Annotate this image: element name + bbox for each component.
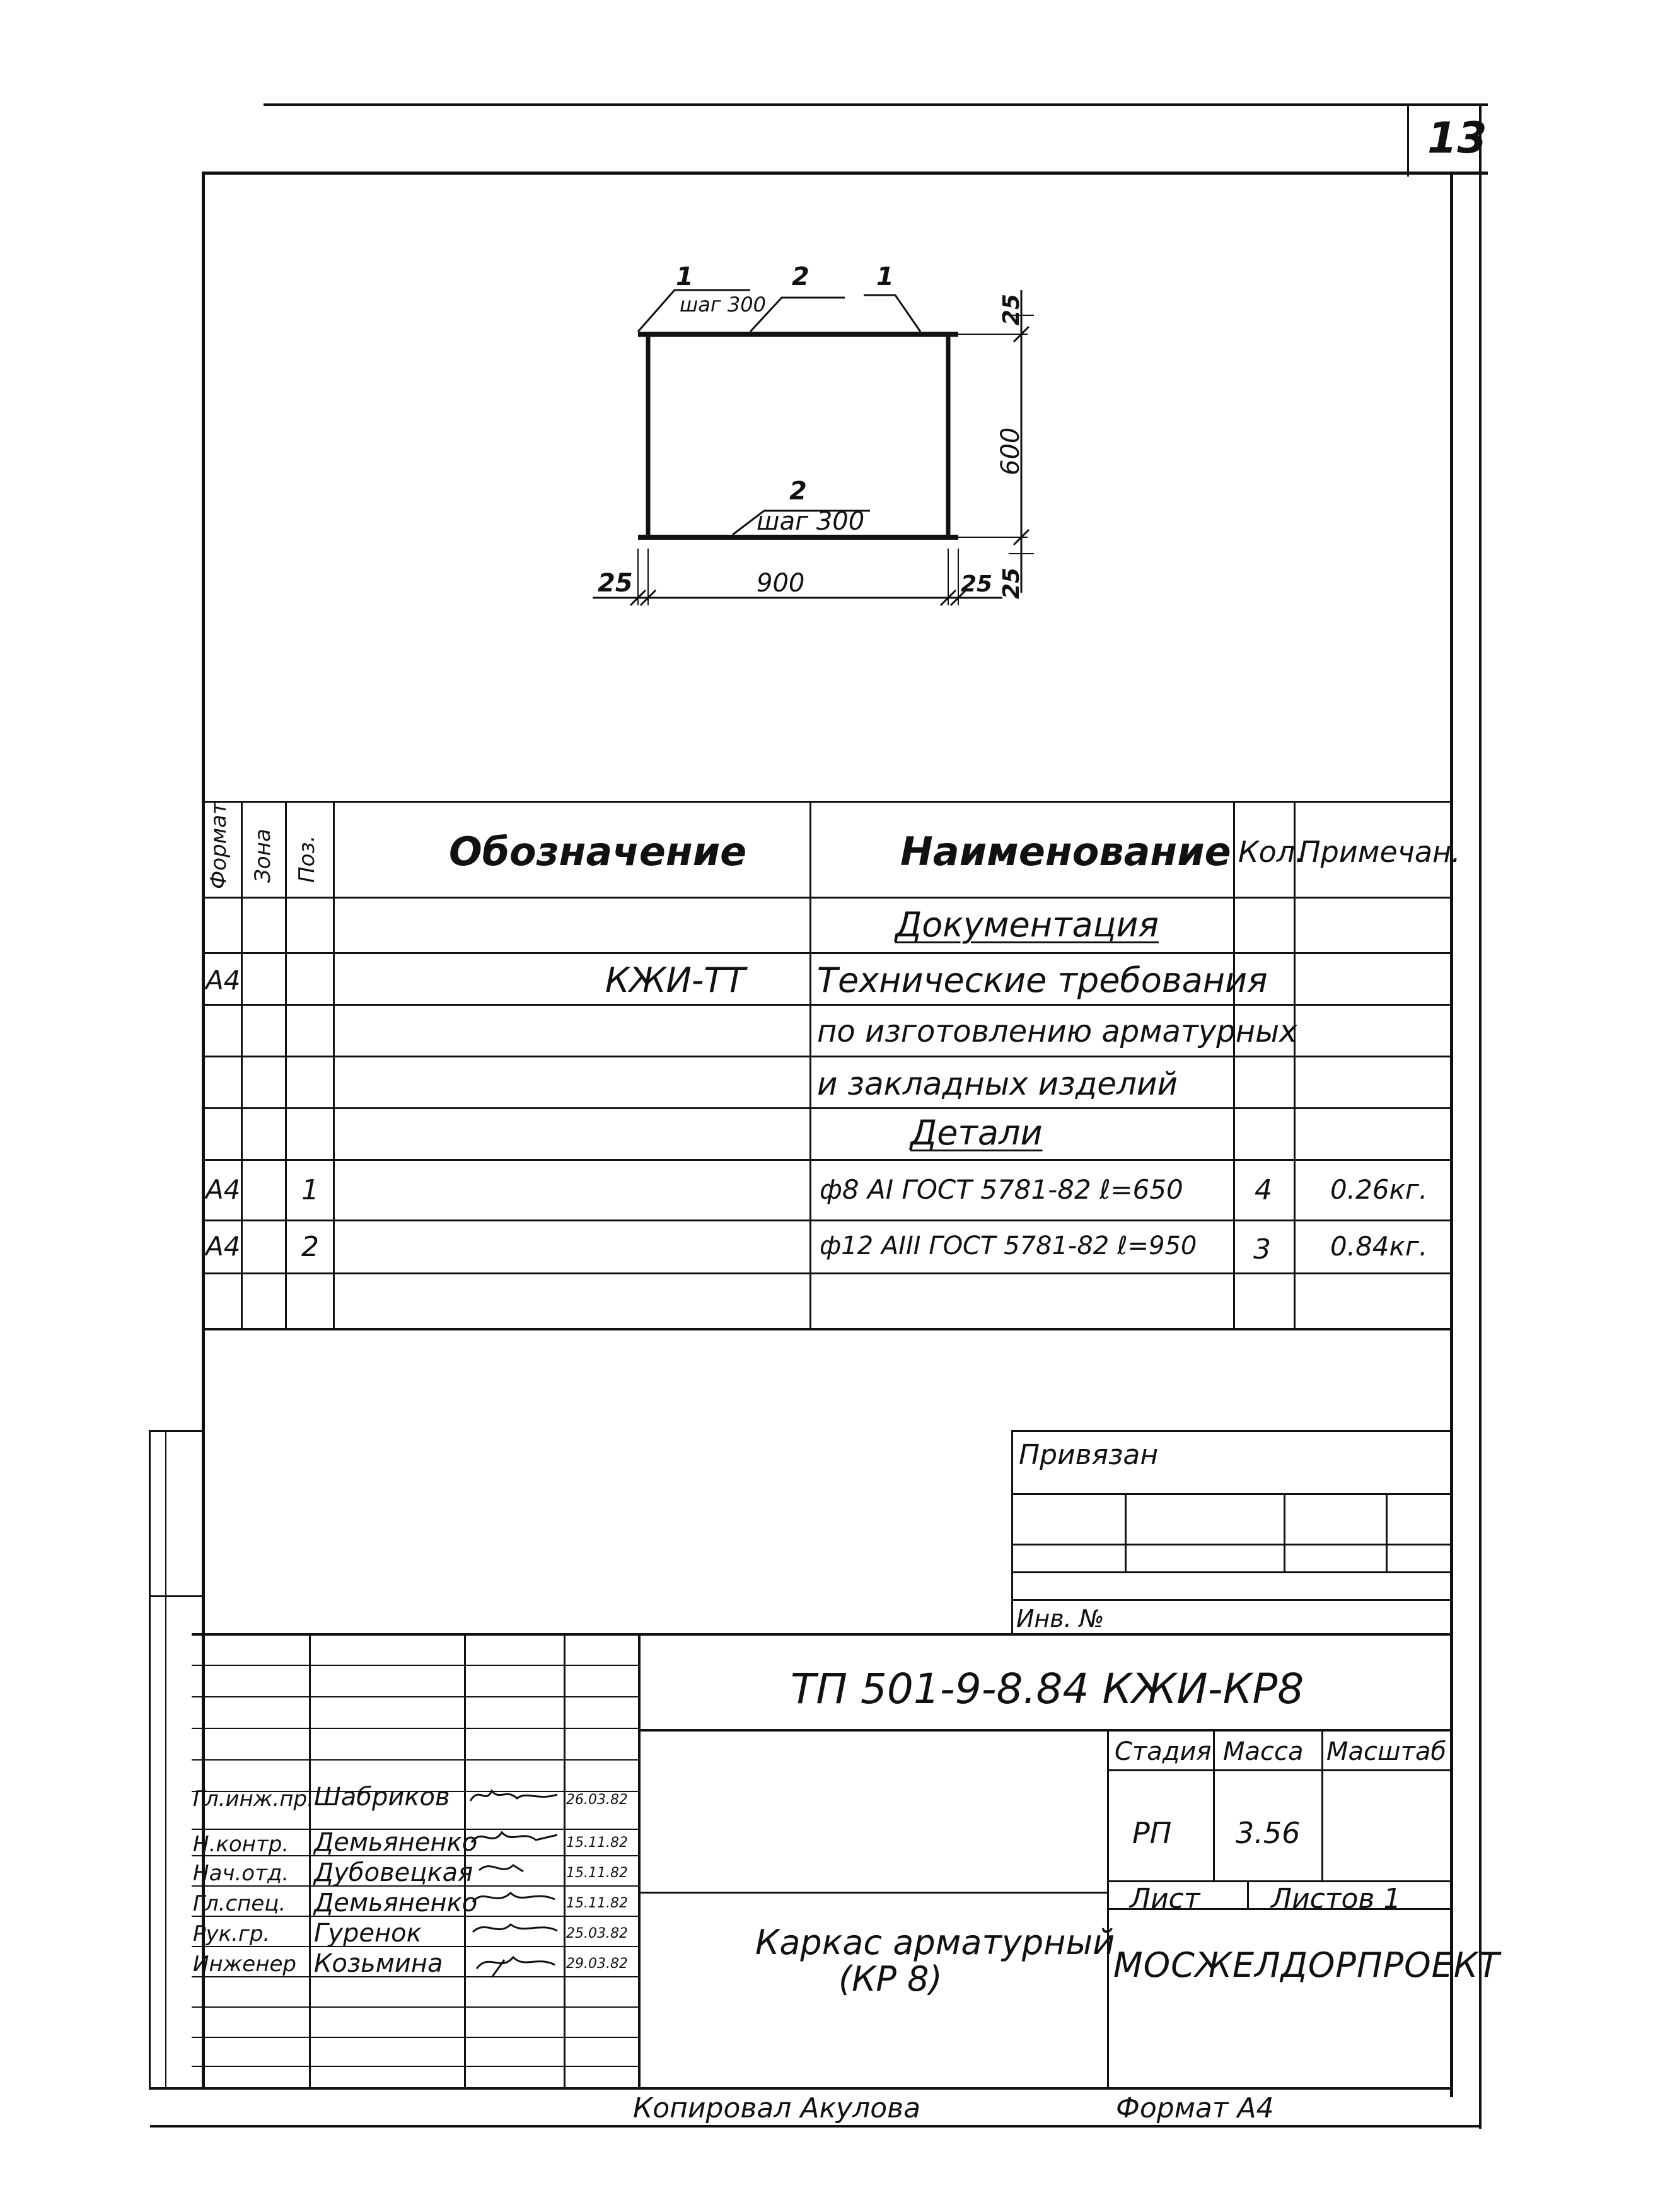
label-pos2-top: 2: [792, 262, 809, 291]
dim-height: 600: [996, 428, 1025, 475]
binding-margin-line-2: [165, 1430, 166, 2088]
step-label-bottom: шаг 300: [757, 507, 864, 536]
header-name: Наименование: [900, 829, 1231, 875]
row-designation: КЖИ-ТТ: [605, 960, 746, 1000]
page-number-cell-border: [1407, 103, 1409, 177]
header-format: Формат: [206, 802, 231, 889]
dim-bottom-right: 25: [999, 568, 1024, 599]
signer-role: Рук.гр.: [193, 1921, 270, 1947]
inventory-number-label: Инв. №: [1016, 1605, 1105, 1633]
frame-top: [202, 172, 1488, 175]
format-label: Формат А4: [1116, 2092, 1274, 2124]
label-pos1-left: 1: [676, 262, 693, 291]
row-name: и закладных изделий: [817, 1066, 1178, 1102]
title-block: Гл.инж.пр. Шабриков 26.03.82 Н.контр. Де…: [192, 1633, 1499, 2088]
signer-date: 15.11.82: [566, 1865, 628, 1881]
drawing-title-line1: Каркас арматурный: [755, 1923, 1115, 1962]
dim-left: 25: [598, 569, 633, 598]
row-format: А4: [206, 965, 241, 996]
header-note: Примечан.: [1299, 835, 1461, 869]
row-format: А4: [206, 1174, 241, 1205]
row-qty: 4: [1255, 1174, 1272, 1206]
header-zone: Зона: [250, 829, 276, 883]
handwritten-signatures: [469, 1789, 558, 1978]
sheets-label: Листов 1: [1271, 1883, 1401, 1915]
row-name: ф12 АIII ГОСТ 5781-82 ℓ=950: [820, 1231, 1197, 1260]
mass-label: Масса: [1223, 1737, 1304, 1766]
scale-label: Масштаб: [1326, 1737, 1447, 1766]
signer-name: Козьмина: [314, 1949, 443, 1978]
signer-role: Гл.спец.: [193, 1891, 286, 1916]
binding-block: Привязан Инв. №: [1011, 1430, 1453, 1634]
header-designation: Обозначение: [449, 829, 747, 875]
signer-name: Дубовецкая: [314, 1858, 473, 1887]
signer-date: 25.03.82: [566, 1926, 628, 1941]
leader-pos2-top: [749, 296, 845, 333]
top-margin-line: [264, 103, 1488, 106]
signer-role: Н.контр.: [193, 1832, 289, 1857]
binding-margin-tick-2: [149, 1595, 203, 1597]
leader-pos2-bottom: [732, 509, 870, 536]
leader-pos1-left: [637, 289, 750, 332]
sheet-label: Лист: [1130, 1883, 1200, 1915]
signer-date: 15.11.82: [566, 1895, 628, 1911]
bottom-outer-line: [150, 2125, 1482, 2128]
row-note: 0.84кг.: [1330, 1231, 1428, 1262]
leader-pos1-right: [864, 294, 922, 332]
page-number: 13: [1427, 114, 1487, 163]
mass-value: 3.56: [1236, 1816, 1301, 1850]
frame-left: [202, 172, 205, 2088]
stage-value: РП: [1132, 1816, 1172, 1850]
section-heading-documentation: Документация: [895, 905, 1159, 945]
label-pos2-bottom: 2: [789, 477, 807, 506]
row-name: ф8 АI ГОСТ 5781-82 ℓ=650: [820, 1174, 1183, 1205]
signer-name: Гуренок: [314, 1919, 422, 1948]
organization-name: МОСЖЕЛДОРПРОЕКТ: [1113, 1945, 1500, 1985]
header-pos: Поз.: [294, 835, 320, 883]
dim-top-right: 25: [999, 294, 1024, 325]
row-pos: 1: [301, 1174, 319, 1206]
copied-by: Копировал Акулова: [633, 2092, 921, 2124]
signer-role: Инженер: [193, 1952, 296, 1977]
step-label-top: шаг 300: [680, 293, 766, 317]
signer-date: 15.11.82: [566, 1835, 628, 1851]
specification-table: Формат Зона Поз. Обозначение Наименовани…: [202, 801, 1461, 1332]
drawing-title-line2: (КР 8): [838, 1959, 942, 1999]
row-qty: 3: [1253, 1233, 1271, 1266]
row-pos: 2: [301, 1231, 319, 1263]
outer-right-line: [1479, 106, 1482, 2129]
frame-bottom: [149, 2087, 1453, 2090]
row-note: 0.26кг.: [1330, 1174, 1428, 1205]
section-heading-details: Детали: [910, 1113, 1043, 1153]
row-name: по изготовлению арматурных: [817, 1014, 1297, 1049]
row-format: А4: [206, 1231, 241, 1262]
signer-name: Шабриков: [314, 1783, 450, 1812]
row-name: Технические требования: [817, 960, 1268, 1000]
document-code: ТП 501-9-8.84 КЖИ-КР8: [791, 1665, 1304, 1713]
signer-name: Демьяненко: [314, 1828, 478, 1857]
header-qty: Кол.: [1238, 835, 1304, 869]
signer-role: Гл.инж.пр.: [193, 1786, 314, 1812]
label-pos1-right: 1: [876, 262, 894, 291]
signer-date: 29.03.82: [566, 1956, 628, 1972]
binding-label: Привязан: [1019, 1439, 1159, 1471]
dim-right: 25: [961, 571, 992, 597]
frame-right: [1450, 172, 1453, 2097]
signer-role: Нач.отд.: [193, 1861, 289, 1886]
binding-margin-tick-1: [149, 1430, 203, 1432]
reinforcement-cage-drawing: 1 2 1 шаг 300 2 шаг 300 900 25 25 600 25…: [593, 262, 1034, 607]
dim-width: 900: [757, 569, 804, 598]
signer-date: 26.03.82: [566, 1792, 628, 1808]
binding-margin-line: [149, 1430, 151, 2088]
signer-name: Демьяненко: [314, 1889, 478, 1918]
stage-label: Стадия: [1115, 1737, 1212, 1766]
